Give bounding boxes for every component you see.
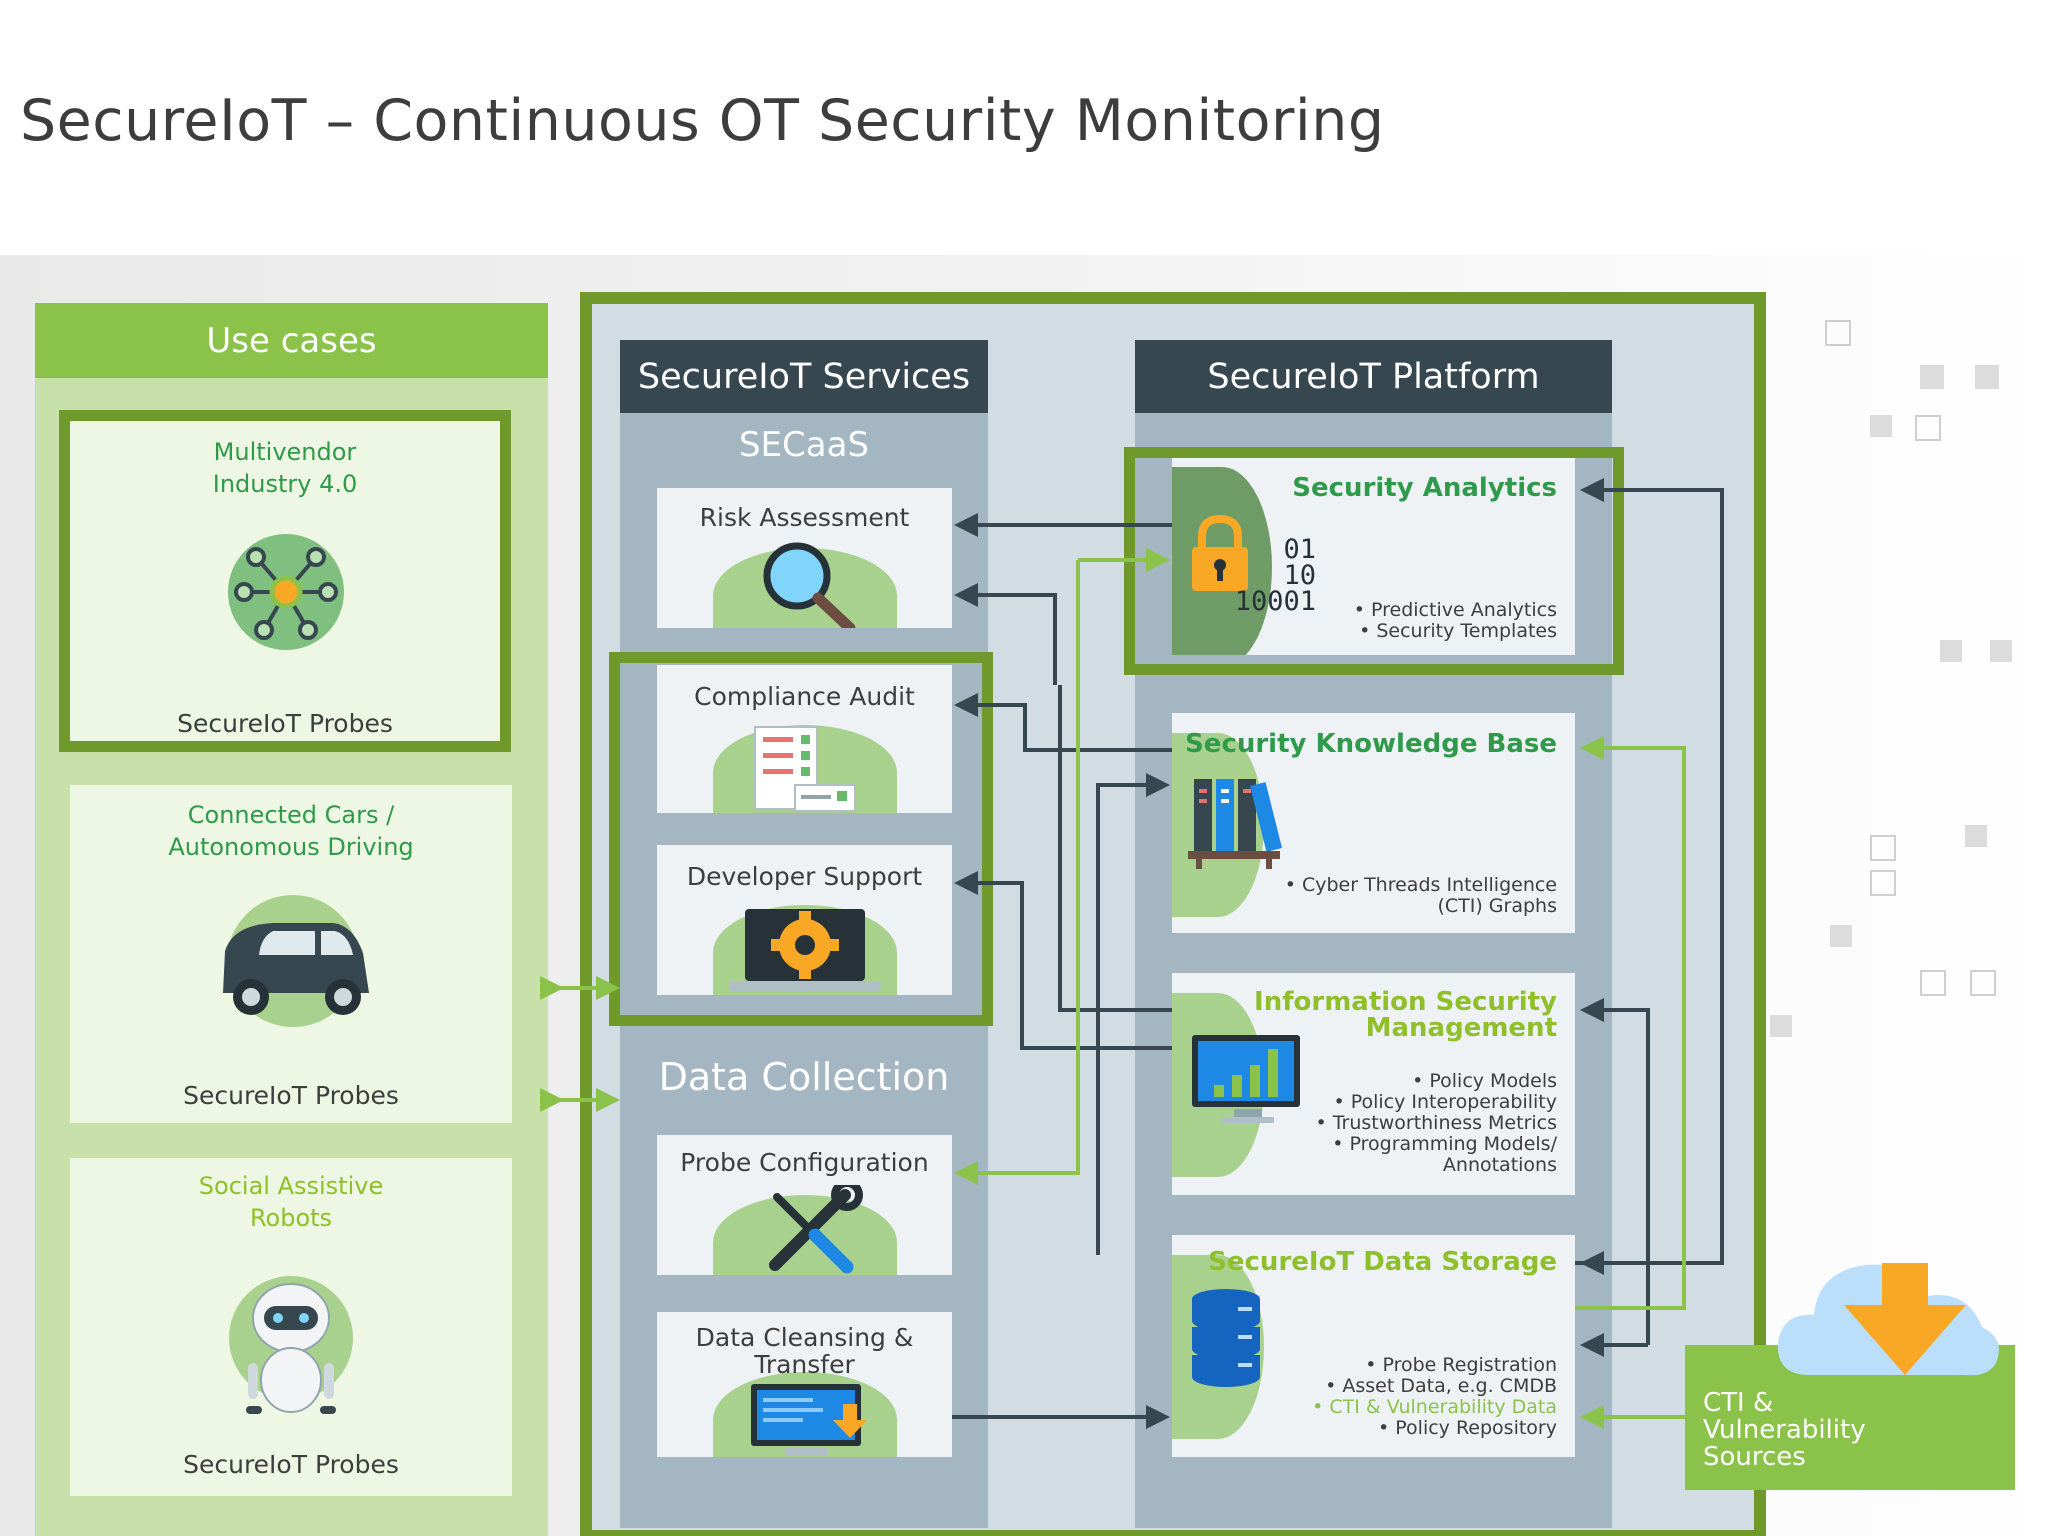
magnifier-icon — [763, 542, 856, 628]
use-cases-header: Use cases — [35, 303, 548, 378]
use-case-connected-cars: Connected Cars / Autonomous Driving Secu… — [70, 785, 512, 1123]
module-bullets: • Cyber Threads Intelligence (CTI) Graph… — [1285, 875, 1557, 917]
module-bullets: • Policy Models • Policy Interoperabilit… — [1315, 1071, 1557, 1176]
binary-line: 10001 — [1234, 586, 1316, 617]
deco-square — [1920, 365, 1944, 389]
car-icon — [223, 895, 369, 1027]
service-probe-configuration: Probe Configuration — [657, 1135, 952, 1275]
lock-icon — [1192, 515, 1248, 591]
bullet-item: • Cyber Threads Intelligence — [1284, 874, 1557, 896]
deco-square — [1940, 640, 1962, 662]
platform-data-storage: SecureIoT Data Storage • Probe Registrat… — [1172, 1235, 1575, 1457]
bullet-item: • Policy Repository — [1378, 1417, 1557, 1439]
robot-icon — [229, 1276, 353, 1414]
cti-label-line: CTI & — [1703, 1388, 1774, 1418]
service-title-line: Transfer — [754, 1350, 855, 1379]
module-title-line: Management — [1365, 1013, 1557, 1043]
cti-sources-label: CTI & Vulnerability Sources — [1703, 1390, 1866, 1471]
books-icon — [1188, 779, 1282, 869]
tools-icon — [769, 1185, 863, 1274]
data-collection-header: Data Collection — [658, 1055, 950, 1099]
service-risk-assessment: Risk Assessment — [657, 488, 952, 628]
use-case-label-line: Industry 4.0 — [212, 470, 358, 498]
use-case-probe-label: SecureIoT Probes — [177, 709, 393, 738]
database-icon — [1192, 1289, 1260, 1387]
use-case-industry-4: Multivendor Industry 4.0 SecureIoT Probe… — [59, 410, 511, 752]
deco-square — [1975, 365, 1999, 389]
deco-square — [1870, 415, 1892, 437]
monitor-download-icon — [751, 1384, 867, 1456]
deco-square — [1830, 925, 1852, 947]
bullet-item: • Predictive Analytics — [1353, 599, 1557, 621]
module-title-line: Information Security — [1254, 987, 1557, 1017]
monitor-chart-icon — [1192, 1035, 1300, 1123]
checklist-icon — [754, 726, 856, 812]
deco-square — [1915, 415, 1941, 441]
deco-square — [1965, 825, 1987, 847]
deco-square — [1870, 835, 1896, 861]
services-header: SecureIoT Services — [620, 340, 988, 413]
use-case-label-line: Connected Cars / — [187, 801, 395, 829]
use-case-label: Connected Cars / Autonomous Driving — [70, 799, 512, 863]
bullet-item: • CTI & Vulnerability Data — [1312, 1396, 1557, 1418]
bullet-item: • Asset Data, e.g. CMDB — [1325, 1375, 1557, 1397]
bullet-item: • Trustworthiness Metrics — [1315, 1112, 1557, 1134]
service-title: Data Cleansing & Transfer — [657, 1324, 952, 1378]
use-case-probe-label: SecureIoT Probes — [183, 1450, 399, 1479]
architecture-diagram: Use cases Multivendor Industry 4.0 Secur… — [0, 255, 2048, 1536]
use-case-label-line: Multivendor — [213, 438, 357, 466]
secaas-label: SECaaS — [738, 425, 870, 465]
use-case-label: Social Assistive Robots — [70, 1170, 512, 1234]
deco-square — [1770, 1015, 1792, 1037]
service-data-cleansing: Data Cleansing & Transfer — [657, 1312, 952, 1457]
module-title: SecureIoT Data Storage — [1208, 1247, 1557, 1277]
connector-arrows — [540, 478, 1724, 1429]
service-title: Compliance Audit — [694, 682, 915, 711]
bullet-item: • Probe Registration — [1365, 1354, 1557, 1376]
bullet-item: • Programming Models/ — [1332, 1133, 1557, 1155]
service-compliance-audit: Compliance Audit — [657, 665, 952, 813]
bullet-item: Annotations — [1442, 1154, 1557, 1176]
platform-info-security-management: Information Security Management • Policy… — [1172, 973, 1575, 1195]
use-case-label-line: Robots — [249, 1204, 333, 1232]
platform-security-analytics: Security Analytics 01 10 10001 • Predict… — [1172, 455, 1575, 655]
deco-square — [1970, 970, 1996, 996]
service-developer-support: Developer Support — [657, 845, 952, 995]
bullet-item: • Security Templates — [1359, 620, 1557, 642]
cloud-download-icon — [1777, 1263, 1999, 1376]
service-title: Probe Configuration — [680, 1148, 929, 1177]
platform-knowledge-base: Security Knowledge Base • Cyber Threads … — [1172, 713, 1575, 933]
deco-square — [1990, 640, 2012, 662]
deco-square — [1920, 970, 1946, 996]
bullet-item: • Policy Models — [1412, 1070, 1557, 1092]
cti-label-line: Vulnerability — [1703, 1415, 1866, 1445]
service-title: Risk Assessment — [699, 503, 910, 532]
binary-line: 10 — [1283, 560, 1316, 591]
bullet-item: • Policy Interoperability — [1333, 1091, 1557, 1113]
service-title: Developer Support — [686, 862, 923, 891]
deco-square — [1825, 320, 1851, 346]
module-bullets: • Predictive Analytics • Security Templa… — [1354, 600, 1557, 642]
binary-line: 01 — [1283, 534, 1316, 565]
module-title: Security Knowledge Base — [1185, 729, 1557, 759]
platform-header: SecureIoT Platform — [1135, 340, 1612, 413]
page-title: SecureIoT – Continuous OT Security Monit… — [20, 88, 1385, 154]
use-case-label: Multivendor Industry 4.0 — [70, 436, 500, 500]
bullet-item: (CTI) Graphs — [1437, 895, 1557, 917]
module-bullets: • Probe Registration • Asset Data, e.g. … — [1312, 1355, 1557, 1439]
service-title-line: Data Cleansing & — [695, 1323, 914, 1352]
network-hub-icon — [228, 534, 344, 650]
cti-label-line: Sources — [1703, 1442, 1806, 1472]
use-case-robots: Social Assistive Robots SecureIoT Probes — [70, 1158, 512, 1496]
binary-digits: 01 10 10001 — [1232, 534, 1316, 617]
module-title: Security Analytics — [1292, 473, 1557, 503]
use-case-label-line: Social Assistive — [198, 1172, 384, 1200]
highlight-box-secaas — [609, 652, 993, 1026]
use-case-label-line: Autonomous Driving — [168, 833, 414, 861]
laptop-gear-icon — [729, 909, 881, 991]
deco-square — [1870, 870, 1896, 896]
module-title: Information Security Management — [1254, 989, 1557, 1041]
use-case-probe-label: SecureIoT Probes — [183, 1081, 399, 1110]
